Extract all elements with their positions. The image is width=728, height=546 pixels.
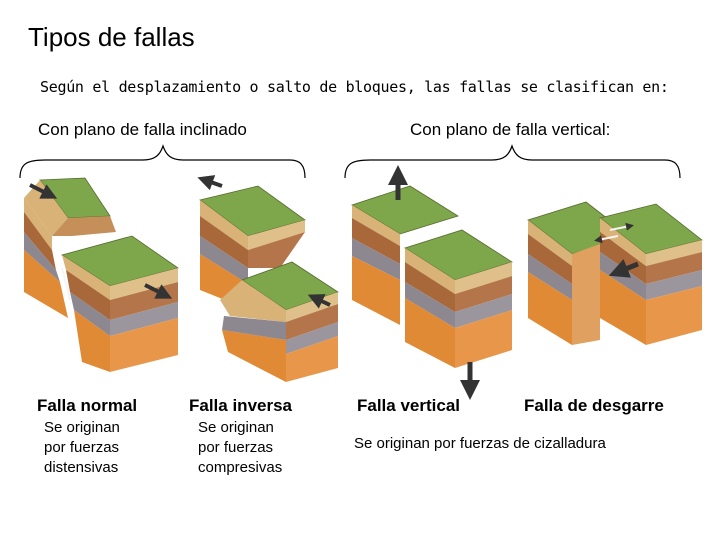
- subtitle: Según el desplazamiento o salto de bloqu…: [40, 78, 669, 96]
- arrow-icon: [144, 283, 173, 299]
- fault-desc-shear: Se originan por fuerzas de cizalladura: [354, 435, 606, 452]
- fault-name-reverse: Falla inversa: [189, 396, 293, 415]
- fault-desc-reverse: Se originan por fuerzas compresivas: [198, 419, 283, 476]
- arrow-icon: [29, 183, 58, 199]
- fault-name-normal: Falla normal: [37, 396, 138, 415]
- arrow-icon: [594, 235, 619, 244]
- block-reverse-fault: [197, 175, 339, 382]
- brace-inclined: [19, 144, 306, 179]
- normal-left-block: [24, 177, 116, 318]
- group-label-vertical: Con plano de falla vertical:: [410, 120, 611, 139]
- page-title: Tipos de fallas: [28, 22, 195, 52]
- fault-desc-normal: Se originan por fuerzas distensivas: [44, 419, 120, 476]
- fault-name-vertical: Falla vertical: [357, 396, 461, 415]
- brace-vertical: [344, 144, 681, 179]
- arrow-icon: [307, 294, 331, 309]
- fault-name-strike-slip: Falla de desgarre: [524, 396, 664, 415]
- group-label-inclined: Con plano de falla inclinado: [38, 120, 247, 139]
- block-vertical-fault: [351, 165, 513, 400]
- arrow-icon: [608, 259, 639, 278]
- block-strike-slip-fault: [527, 201, 703, 345]
- normal-right-block: [61, 235, 179, 372]
- arrow-icon: [609, 222, 634, 231]
- slip-arrow-icon: [61, 267, 71, 301]
- block-normal-fault: [24, 177, 179, 372]
- arrow-icon: [197, 175, 223, 191]
